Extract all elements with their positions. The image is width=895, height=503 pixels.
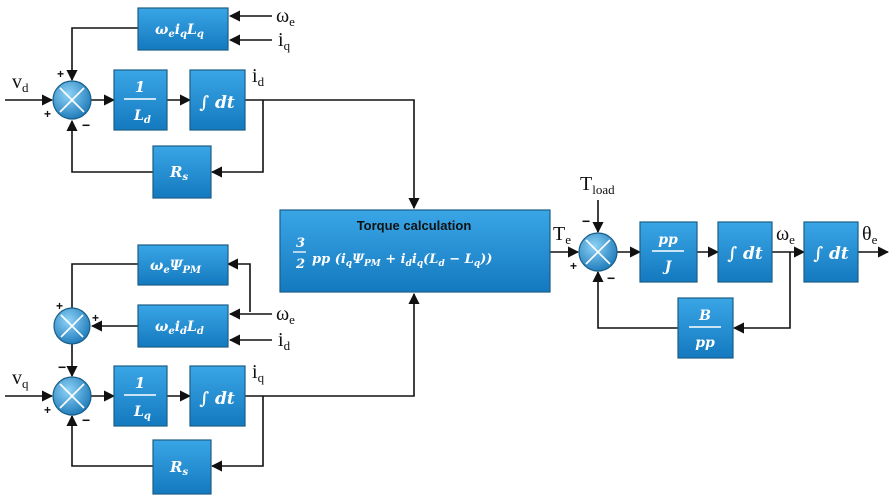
wires [5, 10, 890, 472]
block-we-id-ld: ωeidLd [137, 304, 229, 348]
block-one-over-lq-num: 1 [135, 374, 145, 392]
block-pp-over-j: pp J [639, 221, 698, 283]
sign-q-left: + [44, 403, 51, 417]
block-integrator-d-label: ∫ dt [199, 93, 235, 113]
label-we-bot: ωe [276, 303, 295, 327]
block-integrator-w: ∫ dt [717, 221, 773, 283]
block-integrator-w-label: ∫ dt [727, 244, 763, 264]
block-b-over-pp-num: B [698, 308, 711, 324]
sign-cross-right: + [92, 311, 99, 325]
block-rs-top: Rs [152, 145, 212, 199]
label-vd: vd [12, 71, 29, 95]
block-pp-over-j-num: pp [658, 232, 678, 248]
block-integrator-theta-label: ∫ dt [813, 244, 849, 264]
label-iq-top: iq [278, 29, 291, 53]
label-theta: θe [862, 223, 878, 247]
block-we-iq-lq: ωeiqLq [137, 7, 229, 51]
label-id: id [252, 65, 265, 89]
label-te: Te [553, 223, 571, 247]
label-id-bot: id [278, 329, 291, 353]
torque-title: Torque calculation [357, 218, 472, 233]
block-b-over-pp: B pp [677, 297, 734, 359]
label-vq: vq [12, 367, 29, 391]
summing-junction-mech [578, 232, 618, 272]
sign-mech-top: − [582, 213, 590, 229]
svg-text:ωeiqLq: ωeiqLq [155, 22, 204, 40]
svg-text:ωeidLd: ωeidLd [155, 319, 204, 337]
block-integrator-q-label: ∫ dt [199, 389, 235, 409]
block-pp-over-j-den: J [662, 259, 673, 275]
svg-text:pp (iqΨPM + idiq(Ld − Lq)): pp (iqΨPM + idiq(Ld − Lq)) [312, 252, 492, 269]
sign-mech-left: + [570, 259, 577, 273]
label-iq: iq [252, 361, 265, 385]
block-torque-calculation: Torque calculation 3 2 pp (iqΨPM + idiq(… [279, 209, 551, 293]
sign-d-bottom: − [82, 117, 90, 133]
block-integrator-q: ∫ dt [189, 365, 246, 427]
label-tload: Tload [580, 173, 615, 197]
block-integrator-theta: ∫ dt [803, 221, 859, 283]
svg-text:2: 2 [295, 257, 305, 272]
block-b-over-pp-den: pp [695, 335, 715, 351]
summing-junction-cross [53, 307, 91, 345]
block-we-psi-pm: ωeΨPM [137, 244, 229, 286]
sign-mech-bottom: − [607, 270, 615, 286]
svg-text:3: 3 [296, 236, 305, 251]
block-one-over-ld: 1 Ld [113, 69, 168, 131]
sign-d-top: + [57, 67, 64, 81]
sign-cross-top: + [56, 299, 63, 313]
sign-q-bottom: − [82, 412, 90, 428]
block-one-over-lq: 1 Lq [113, 365, 168, 427]
sign-d-left: + [44, 107, 51, 121]
block-one-over-ld-num: 1 [135, 78, 145, 96]
block-integrator-d: ∫ dt [189, 69, 246, 131]
summing-junction-d [52, 80, 92, 120]
block-rs-bottom: Rs [152, 439, 212, 495]
label-we-top: ωe [276, 5, 295, 29]
summing-junction-q [52, 376, 92, 416]
label-we-out: ωe [776, 223, 795, 247]
sign-q-top: − [58, 359, 66, 375]
